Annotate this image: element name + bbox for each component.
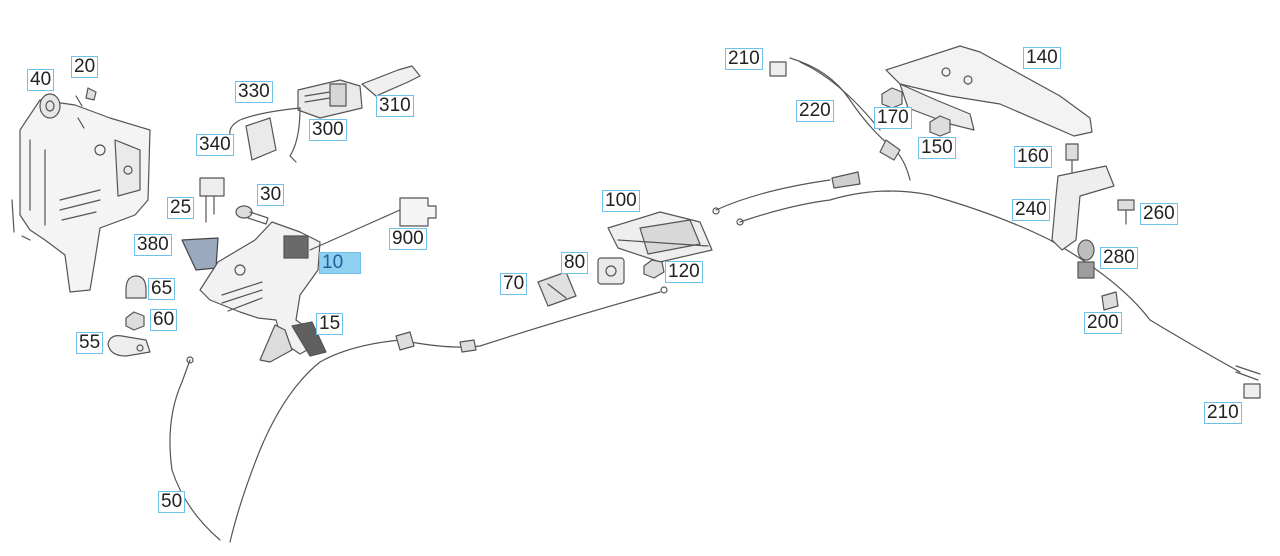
bushing-40-part bbox=[39, 93, 61, 119]
callout-20[interactable]: 20 bbox=[71, 56, 99, 78]
callout-160[interactable]: 160 bbox=[1014, 146, 1052, 168]
callout-210-bottom[interactable]: 210 bbox=[1204, 402, 1242, 424]
callout-210-top[interactable]: 210 bbox=[725, 48, 763, 70]
callout-10[interactable]: 10 bbox=[319, 252, 361, 274]
bolt-30-part bbox=[235, 205, 269, 225]
callout-120[interactable]: 120 bbox=[665, 261, 703, 283]
bracket-340-part bbox=[245, 117, 277, 161]
clip-70-part bbox=[537, 271, 577, 307]
callout-200[interactable]: 200 bbox=[1084, 312, 1122, 334]
callout-240[interactable]: 240 bbox=[1012, 199, 1050, 221]
callout-260[interactable]: 260 bbox=[1140, 203, 1178, 225]
callout-280[interactable]: 280 bbox=[1100, 247, 1138, 269]
sensor-25-part bbox=[199, 177, 225, 223]
callout-100[interactable]: 100 bbox=[602, 190, 640, 212]
callout-150[interactable]: 150 bbox=[918, 137, 956, 159]
nut-60-part bbox=[125, 311, 145, 331]
callout-220[interactable]: 220 bbox=[796, 100, 834, 122]
callout-65[interactable]: 65 bbox=[148, 278, 176, 300]
callout-330[interactable]: 330 bbox=[235, 81, 273, 103]
cable-220-part bbox=[712, 57, 1241, 373]
callout-50[interactable]: 50 bbox=[158, 491, 186, 513]
callout-80[interactable]: 80 bbox=[561, 252, 589, 274]
callout-900[interactable]: 900 bbox=[389, 228, 427, 250]
callout-15[interactable]: 15 bbox=[316, 313, 344, 335]
callout-55[interactable]: 55 bbox=[76, 332, 104, 354]
callout-40[interactable]: 40 bbox=[27, 69, 55, 91]
cable-330-part bbox=[229, 107, 301, 163]
callout-140[interactable]: 140 bbox=[1023, 47, 1061, 69]
callout-25[interactable]: 25 bbox=[167, 197, 195, 219]
callout-60[interactable]: 60 bbox=[150, 309, 178, 331]
clamp-55-part bbox=[107, 335, 151, 357]
callout-300[interactable]: 300 bbox=[309, 119, 347, 141]
callout-380[interactable]: 380 bbox=[134, 234, 172, 256]
parking-brake-pedal-10-part bbox=[199, 209, 401, 363]
nut-150-part bbox=[929, 115, 951, 137]
front-cable-50-part bbox=[169, 286, 668, 543]
bracket-140-part bbox=[885, 45, 1093, 137]
callout-340[interactable]: 340 bbox=[196, 134, 234, 156]
nut-120-part bbox=[643, 259, 665, 279]
bracket-240-part bbox=[1051, 165, 1115, 251]
connector-900-part bbox=[399, 197, 437, 227]
callout-30[interactable]: 30 bbox=[257, 184, 285, 206]
stud-160-part bbox=[1065, 143, 1079, 173]
screw-20-part bbox=[75, 87, 97, 129]
bracket-80-part bbox=[597, 257, 625, 285]
callout-70[interactable]: 70 bbox=[500, 273, 528, 295]
clip-310-part bbox=[361, 65, 421, 97]
callout-170[interactable]: 170 bbox=[874, 107, 912, 129]
actuator-300-part bbox=[297, 79, 363, 119]
callout-310[interactable]: 310 bbox=[376, 95, 414, 117]
pedal-bracket-part bbox=[11, 99, 151, 293]
equalizer-100-part bbox=[607, 211, 713, 263]
nut-170-part bbox=[881, 87, 903, 109]
lever-15-part bbox=[291, 321, 327, 357]
cap-65-part bbox=[125, 275, 147, 299]
pad-380-part bbox=[181, 237, 219, 271]
bolt-260-part bbox=[1117, 199, 1135, 225]
clip-280-part bbox=[1077, 239, 1095, 279]
sleeve-210-part bbox=[769, 61, 1261, 399]
